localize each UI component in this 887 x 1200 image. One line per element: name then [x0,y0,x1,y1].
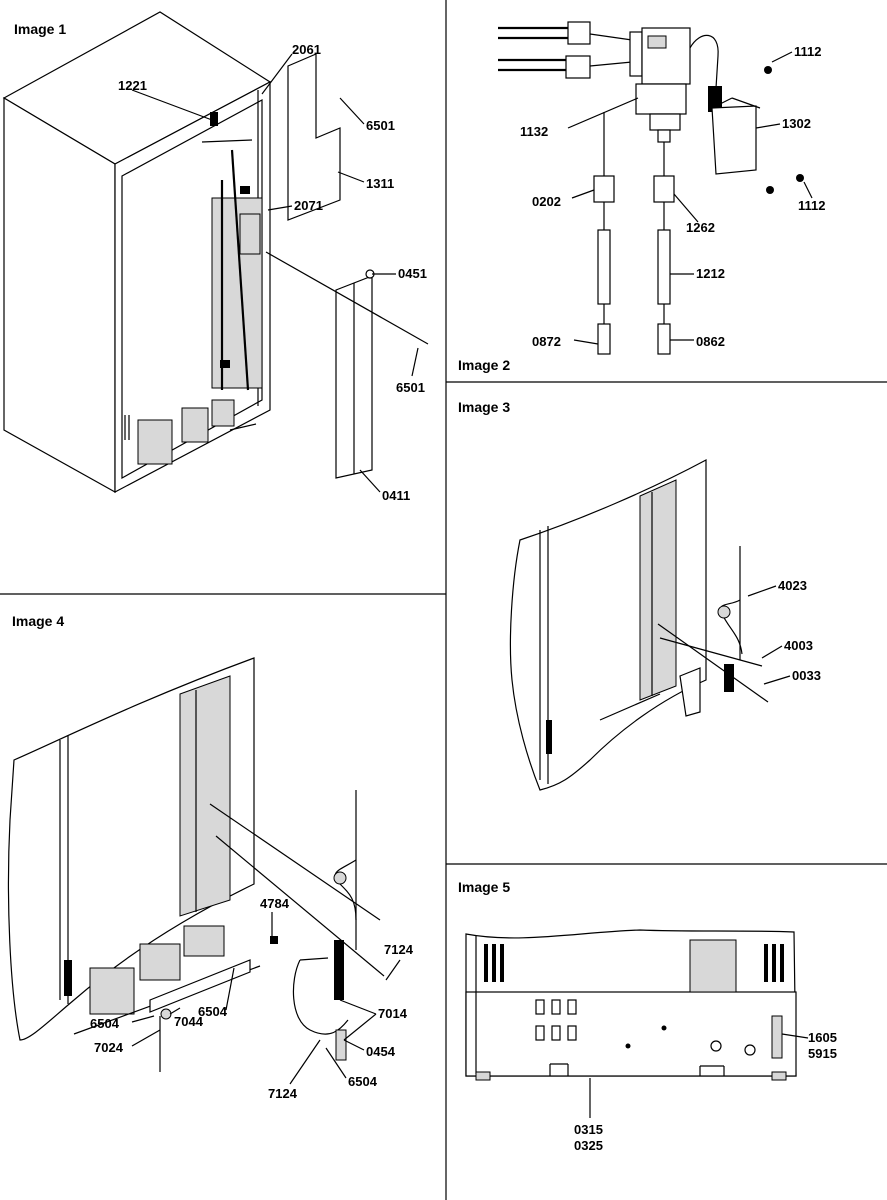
panel-cover-0411 [335,269,375,479]
panel-image-4: Image 4 [7,613,414,1101]
callout-1262: 1262 [686,220,715,235]
callout-1112: 1112 [798,198,826,213]
callout-7124: 7124 [384,942,414,957]
panel-image-5: Image 5 [458,879,837,1153]
p4-leaders [131,912,401,1085]
valve-screws-1112 [764,66,804,194]
fittings-and-tubes [593,112,675,355]
back-cover-1311 [287,53,341,221]
callout-1302: 1302 [782,116,811,131]
callout-6504: 6504 [198,1004,228,1019]
callout-2071: 2071 [294,198,323,213]
callout-7124: 7124 [268,1086,298,1101]
cabinet-back-view-3 [509,458,707,791]
callout-1221: 1221 [118,78,147,93]
callout-6501: 6501 [366,118,395,133]
callout-0202: 0202 [532,194,561,209]
callout-6504: 6504 [90,1016,120,1031]
panel-image-1: Image 1 [2,11,429,503]
panel-title: Image 1 [14,21,66,37]
callout-1132: 1132 [520,124,548,139]
callout-4003: 4003 [784,638,813,653]
panel-title: Image 2 [458,357,510,373]
panel-title: Image 5 [458,879,510,895]
callout-6504: 6504 [348,1074,378,1089]
panel-image-3: Image 3 4023 4003 0033 [458,399,821,791]
p5-leaders [589,1033,809,1118]
callout-0454: 0454 [366,1044,396,1059]
callout-5915: 5915 [808,1046,837,1061]
p3-leaders [747,585,791,685]
panel-title: Image 3 [458,399,510,415]
callout-7044: 7044 [174,1014,204,1029]
callout-0033: 0033 [792,668,821,683]
callout-0872: 0872 [532,334,561,349]
wire-harness-4023 [657,546,769,703]
p1-leaders [131,53,429,493]
callout-0411: 0411 [382,488,410,503]
callout-7024: 7024 [94,1040,124,1055]
callout-6501: 6501 [396,380,425,395]
callout-0862: 0862 [696,334,725,349]
callout-7014: 7014 [378,1006,408,1021]
callout-2061: 2061 [292,42,321,57]
callout-1605: 1605 [808,1030,837,1045]
refrigerator-cabinet [2,11,272,494]
water-line-and-harness [149,790,385,1072]
callout-1212: 1212 [696,266,725,281]
callout-4023: 4023 [778,578,807,593]
water-valve-assembly [498,21,722,143]
callout-0325: 0325 [574,1138,603,1153]
cabinet-back-view-4 [7,657,261,1041]
callout-1112: 1112 [794,44,822,59]
panel-title: Image 4 [12,613,64,629]
callout-0451: 0451 [398,266,427,281]
p2-leaders [567,51,813,345]
callout-1311: 1311 [366,176,394,191]
cabinet-base-view-5 [465,929,797,1081]
panel-image-2: Image 2 [458,21,826,373]
callout-4784: 4784 [260,896,290,911]
valve-bracket-1302 [711,97,761,175]
callout-0315: 0315 [574,1122,603,1137]
